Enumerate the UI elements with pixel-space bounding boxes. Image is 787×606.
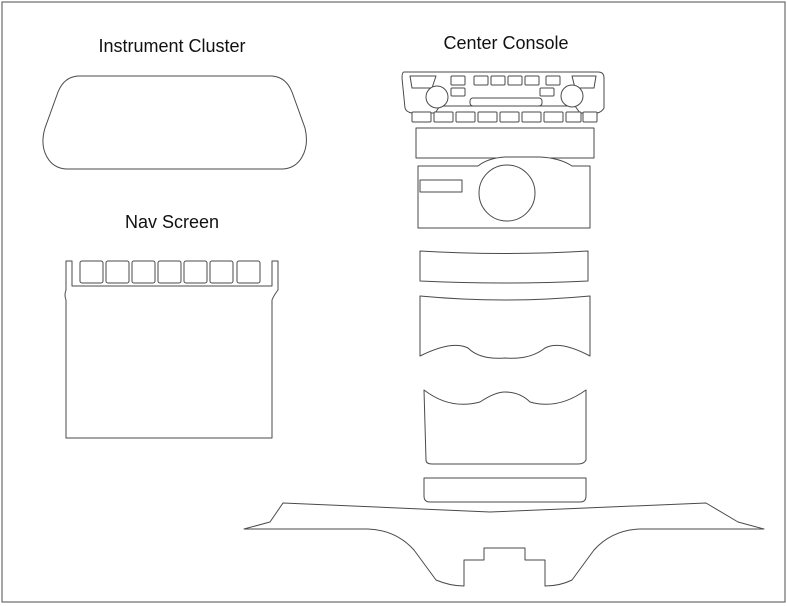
label-center-console: Center Console bbox=[443, 33, 568, 53]
nav-screen-piece bbox=[64, 260, 279, 439]
nav-button-1 bbox=[79, 260, 104, 284]
console-cupholder-lower bbox=[423, 389, 587, 465]
console-middle-strip bbox=[419, 250, 589, 284]
nav-button-6 bbox=[209, 260, 234, 284]
nav-button-2 bbox=[105, 260, 130, 284]
console-button-strip bbox=[411, 111, 598, 123]
instrument-cluster-piece bbox=[42, 75, 307, 170]
label-nav-screen: Nav Screen bbox=[125, 212, 219, 232]
console-control-panel bbox=[401, 71, 605, 114]
console-cupholder-upper bbox=[419, 295, 591, 359]
console-right-knob bbox=[560, 84, 584, 108]
nav-screen-button-row bbox=[79, 260, 261, 284]
console-left-knob bbox=[425, 85, 449, 109]
nav-button-5 bbox=[183, 260, 208, 284]
console-shifter-surround bbox=[417, 156, 591, 229]
shifter-ring bbox=[478, 164, 536, 222]
console-bottom-trim bbox=[243, 502, 765, 587]
console-wide-strip bbox=[415, 127, 595, 159]
nav-button-4 bbox=[157, 260, 182, 284]
console-small-strip bbox=[423, 477, 587, 503]
label-instrument-cluster: Instrument Cluster bbox=[98, 36, 245, 56]
nav-button-3 bbox=[131, 260, 156, 284]
nav-button-7 bbox=[236, 260, 261, 284]
